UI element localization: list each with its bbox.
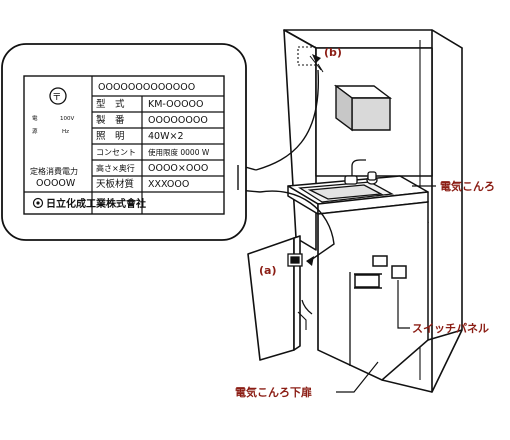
label-a: (a)	[259, 264, 276, 277]
plate-row-value: XXXOOO	[148, 179, 189, 190]
plate-symbol: 〒	[52, 92, 62, 103]
plate-source-label: 源	[32, 127, 38, 135]
cabinet-left-side	[283, 29, 317, 251]
plate-row-value: 40W×2	[148, 131, 184, 142]
pse-mark-icon	[49, 87, 67, 105]
plate-row-key: 製 番	[96, 114, 125, 126]
plate-row-key: コンセント	[96, 148, 136, 157]
lower-cabinet	[317, 201, 429, 381]
label-stove: 電気こんろ	[440, 179, 495, 193]
label-b: (b)	[324, 46, 342, 59]
plate-voltage-value: 100V	[60, 116, 74, 122]
lower-cabinet-interior	[301, 214, 351, 366]
plate-maker: 日立化成工業株式會社	[46, 197, 146, 210]
plate-location-b	[297, 46, 317, 66]
plate-row-value: OOOO×OOO	[148, 163, 208, 174]
maker-logo-icon	[32, 197, 44, 209]
plate-row-key: 型 式	[96, 98, 125, 110]
plate-row-key: 高さ×奥行	[96, 163, 135, 173]
faucet	[344, 159, 378, 185]
sink	[298, 181, 395, 203]
plate-row-key: 照 明	[96, 131, 125, 142]
label-lower-door: 電気こんろ下扉	[235, 385, 312, 399]
marker-a	[287, 253, 303, 267]
plate-row-key: 天板材質	[96, 178, 134, 190]
plate-header-code: OOOOOOOOOOOOO	[98, 82, 195, 93]
plate-freq-value: Hz	[62, 129, 69, 135]
plate-power-label: 定格消費電力	[30, 166, 78, 176]
plate-voltage-label: 電	[32, 115, 38, 122]
plate-row-value: 使用限度 0000 W	[148, 147, 210, 157]
label-switch-panel: スイッチパネル	[412, 322, 489, 335]
plate-row-value: KM-OOOOO	[148, 99, 204, 110]
nameplate-callout: 〒 電 100V 源 Hz 定格消費電力 OOOOW OOOOOOOOOOOOO…	[1, 43, 247, 241]
plate-row-value: OOOOOOOO	[148, 115, 208, 126]
range-hood	[333, 84, 393, 132]
plate-rows: 型 式 KM-OOOOO 製 番 OOOOOOOO 照 明 40W×2 コンセント 使用限度 …	[96, 98, 210, 190]
plate-power-value: OOOOW	[36, 178, 76, 189]
